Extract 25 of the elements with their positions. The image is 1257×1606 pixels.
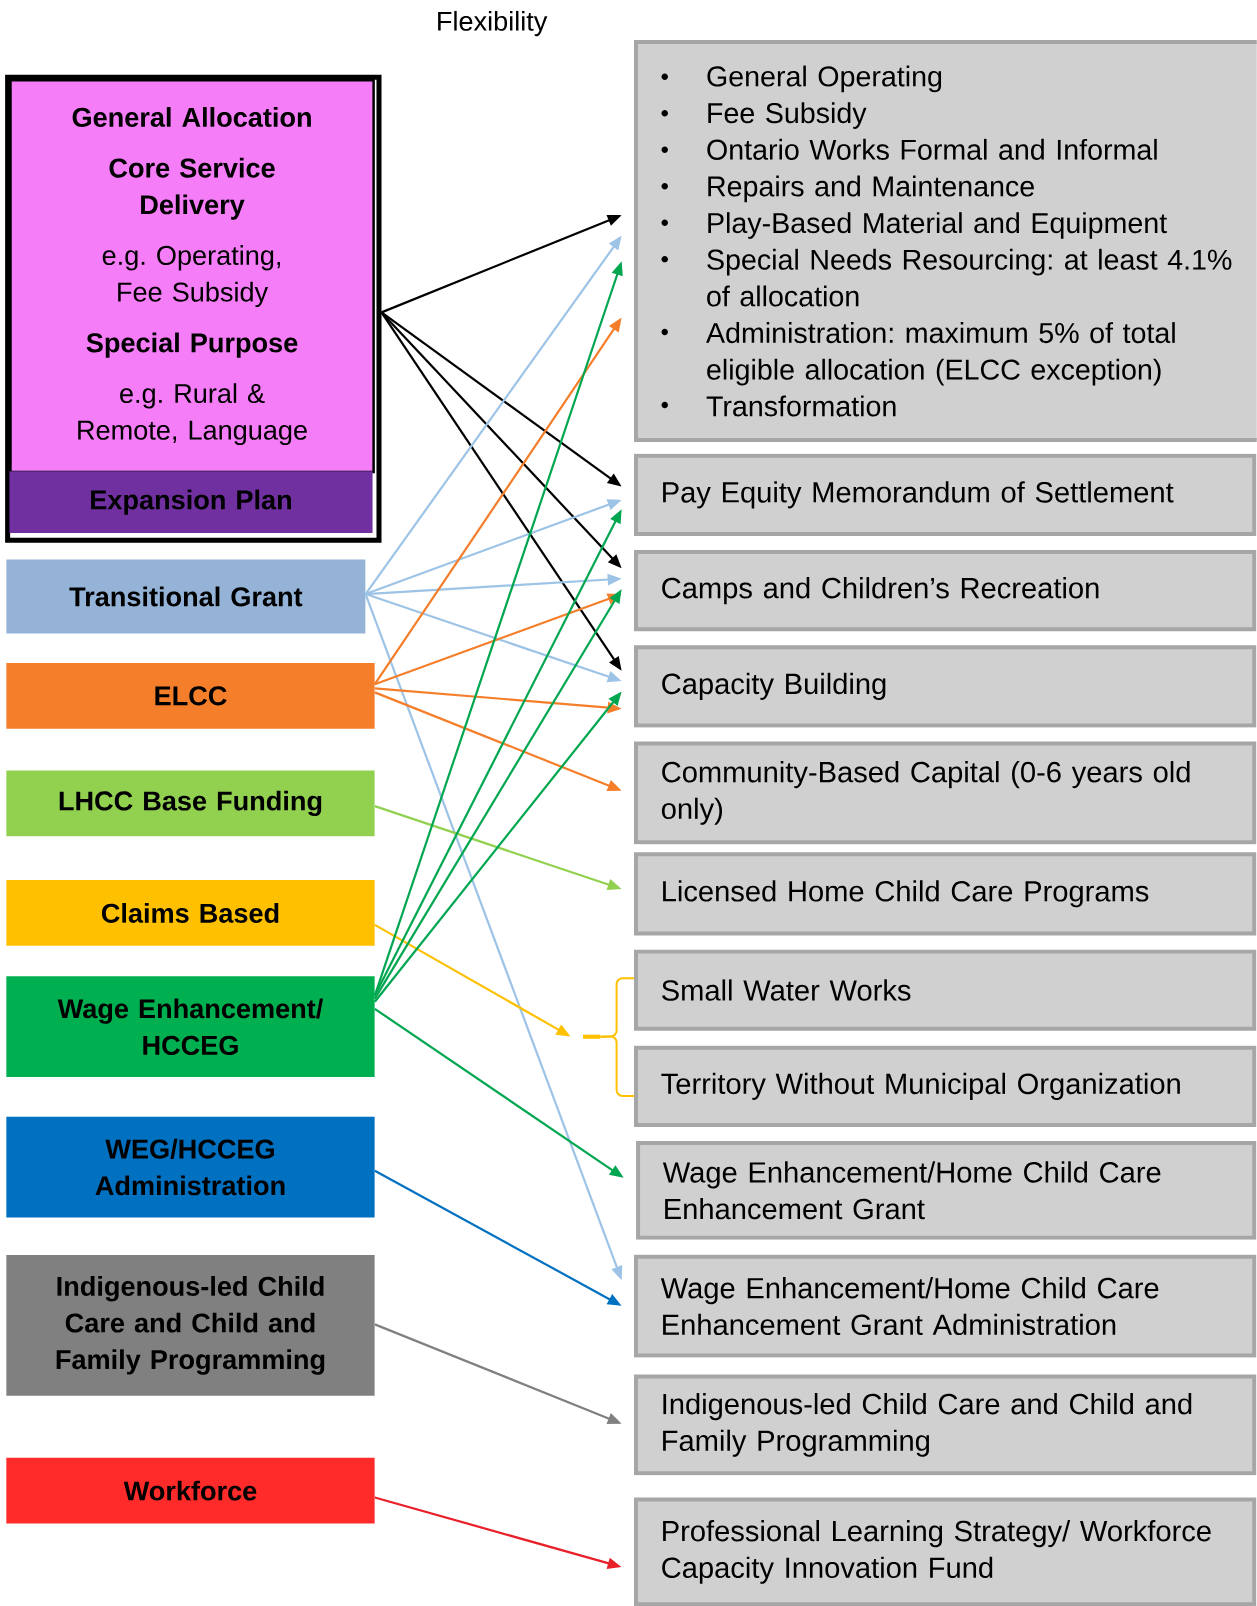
category-box: Wage Enhancement/Home Child Care Enhancement Grant Administration [634, 1254, 1257, 1358]
allocation-box: General Allocation Core Service Delivery e.g. Operating, Fee Subsidy Special Purpose e.g. Rural & Remote, Language [9, 78, 375, 474]
bracket [583, 1034, 601, 1039]
funding-box: ELCC [6, 662, 375, 729]
category-box: Professional Learning Strategy/ Workforce Capacity Innovation Fund [634, 1497, 1257, 1606]
funding-box: WEG/HCCEG Administration [6, 1116, 375, 1218]
funding-box: Wage Enhancement/ HCCEG [6, 976, 375, 1078]
category-box: Small Water Works [634, 949, 1257, 1031]
category-box: Pay Equity Memorandum of Settlement [634, 453, 1257, 536]
funding-box: LHCC Base Funding [6, 770, 375, 837]
category-box: Licensed Home Child Care Programs [634, 852, 1257, 936]
title: Flexibility [438, 10, 548, 37]
funding-box: Claims Based [6, 880, 375, 946]
funding-box: Transitional Grant [6, 559, 366, 634]
funding-box: Workforce [6, 1457, 375, 1524]
list-box: General Operating Fee Subsidy Ontario Works Formal and Informal Repairs and Maintenance Play-Based Material and Equipment Special Needs Resourcing: at least 4.1% of allocation Administration: maximum 5% of total eligible allocation (ELCC exception) Transformation [634, 39, 1257, 443]
category-box: Territory Without Municipal Organization [634, 1045, 1257, 1127]
funding-box: Indigenous-led Child Care and Child and Family Programming [6, 1254, 375, 1396]
funding-box: Expansion Plan [9, 471, 373, 534]
category-box: Indigenous-led Child Care and Child and Family Programming [634, 1374, 1257, 1476]
category-box: Wage Enhancement/Home Child Care Enhancement Grant [636, 1141, 1257, 1240]
category-box: Community-Based Capital (0-6 years old only) [634, 741, 1257, 845]
group-frame [5, 74, 382, 543]
category-box: Camps and Children’s Recreation [634, 550, 1257, 632]
category-box: Capacity Building [634, 645, 1257, 728]
